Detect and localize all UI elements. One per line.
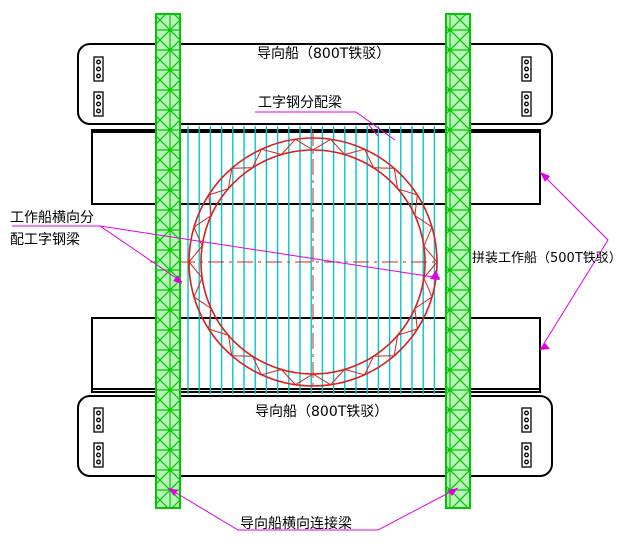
ring-truss-member [261,148,282,155]
ring-truss-member [364,148,375,169]
truss-column-left [155,13,181,509]
ring-truss-member [193,215,212,228]
ring-truss-member [193,226,203,247]
ring-truss-member [330,138,345,155]
bollard-icons [93,56,532,468]
ring-truss-member [364,355,375,376]
ring-truss-member [261,369,282,376]
ring-truss-member [414,296,433,309]
ring-truss-member [193,296,212,309]
ring-truss-member [251,148,262,169]
ring-truss-member [231,167,253,169]
leader-connect-beam [167,487,459,531]
guide-ship-top-label: 导向船（800T铁驳） [257,46,390,62]
ring-truss-member [227,168,233,189]
ring-truss-member [414,194,418,216]
ring-truss-member [397,188,418,196]
truss-column-right [445,13,471,509]
leader-lines [12,111,609,531]
leader-i-beam [255,111,396,141]
ring-truss-member [344,369,365,376]
ring-truss-member [423,261,438,279]
assembly-work-ship-label: 拼装工作船（500T铁驳） [472,251,622,266]
guide-ship-connect-beam-label: 导向船横向连接梁 [240,515,352,532]
ring-truss-member [208,328,229,336]
steel-cofferdam-ring [150,130,440,392]
ring-truss-member [295,138,314,151]
ring-truss-member [344,148,365,155]
ring-truss-member [397,328,418,336]
guide-ship-top [77,43,553,125]
ring-truss-member [423,226,433,247]
ring-truss-member [423,245,438,263]
leader-work-ship [539,171,609,351]
arrowheads [168,172,550,496]
ring-truss-member [193,277,203,298]
ring-truss-member [281,138,296,155]
ring-truss-member [393,335,399,356]
ring-truss-member [312,373,331,386]
ring-truss-member [231,355,253,357]
ring-truss-member [414,308,418,330]
ring-truss-member [414,215,433,228]
ring-truss-member [188,245,203,263]
ring-truss-member [423,277,433,298]
i-beam-distribution-label: 工字钢分配梁 [258,95,342,111]
work-ship-cross-beam-label-line2: 配工字钢梁 [10,232,80,248]
guide-ship-bottom-label: 导向船（800T铁驳） [255,404,388,420]
ring-truss-member [208,188,229,196]
ring-truss-member [208,308,212,330]
ring-truss-member [312,138,331,151]
ring-truss-member [330,369,345,386]
ring-truss-member [295,373,314,386]
ring-truss-member [373,355,395,357]
ring-truss-member [281,369,296,386]
ring-truss-member [188,261,203,279]
ring-truss-member [373,167,395,169]
ring-truss-member [393,168,399,189]
ring-truss-member [227,335,233,356]
work-ship-cross-beam-label-line1: 工作船横向分 [10,210,94,226]
guide-ship-bottom [77,395,553,477]
ring-truss-member [208,194,212,216]
ring-truss-member [251,355,262,376]
